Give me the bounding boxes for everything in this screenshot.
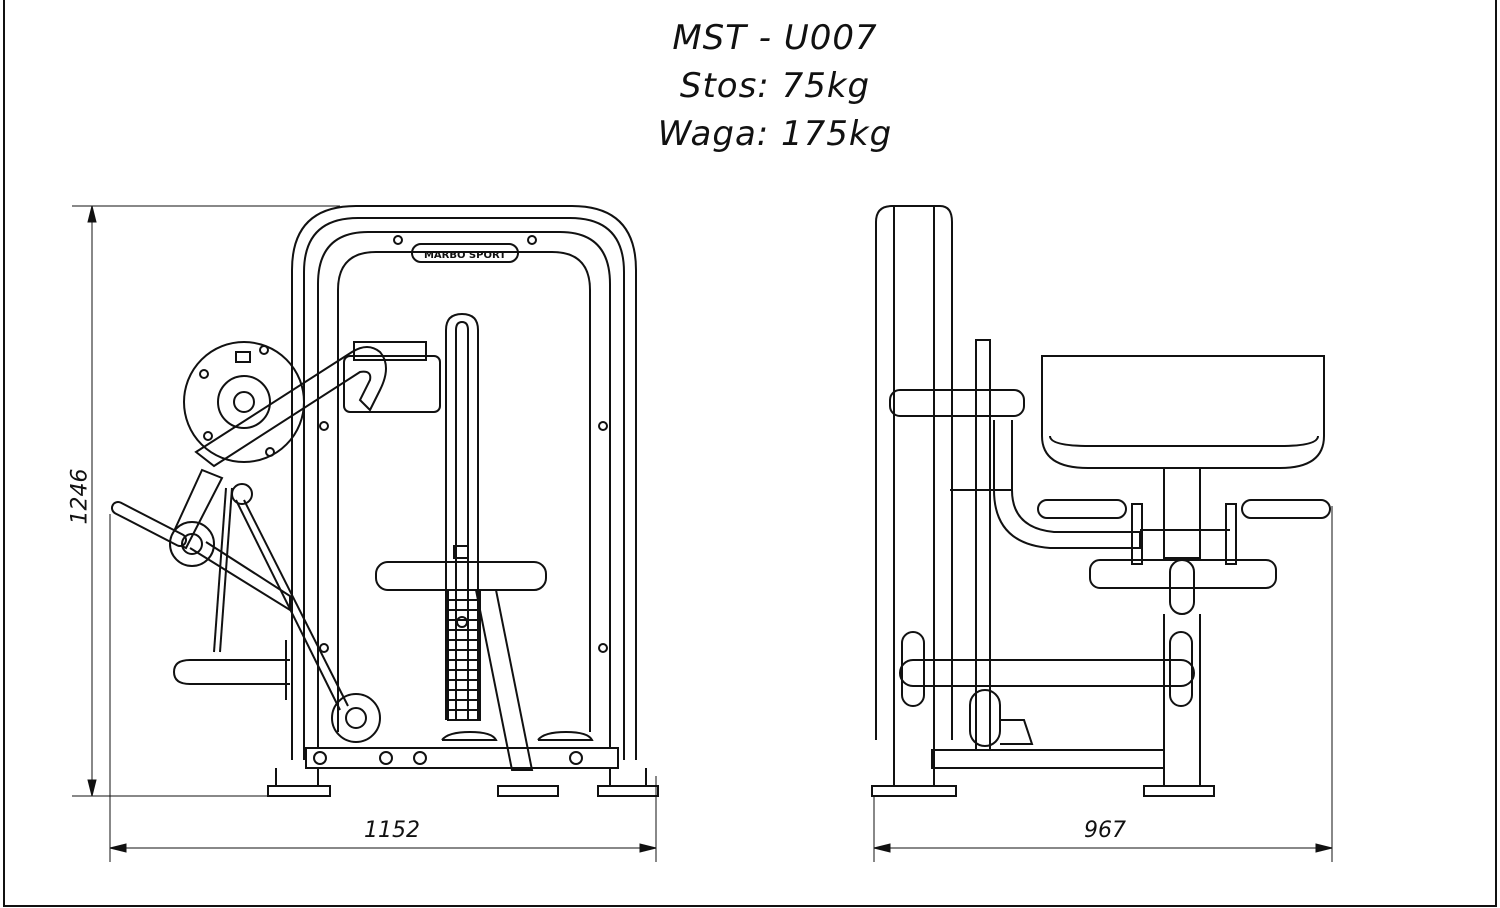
- dimension-lines: [72, 205, 1333, 862]
- bolt: [527, 235, 537, 245]
- front-seat: [375, 561, 547, 591]
- side-lower-seat: [1089, 559, 1277, 589]
- foot-pad: [537, 730, 594, 741]
- stack-guide-outer: [445, 312, 479, 720]
- stack-guide-inner: [455, 320, 469, 720]
- seat-post: [1163, 467, 1201, 559]
- stack-weight: Stos: 75kg: [679, 66, 871, 106]
- side-crossbar: [889, 389, 1025, 417]
- bolt: [393, 235, 403, 245]
- bolt: [319, 421, 329, 431]
- front-frame-middle: [317, 231, 611, 748]
- machine-weight: Waga: 175kg: [657, 114, 893, 154]
- height-dimension-label: 1246: [67, 468, 93, 525]
- side-base: [931, 749, 1165, 769]
- bolt: [598, 421, 608, 431]
- side-bent-arm: [993, 420, 1141, 549]
- base-foot: [1143, 785, 1215, 797]
- side-stack-guide: [975, 339, 991, 751]
- side-footrest: [899, 659, 1195, 687]
- sheet-border: [3, 0, 1497, 907]
- front-frame-outer: [291, 205, 637, 760]
- side-handle-right: [1241, 499, 1331, 519]
- side-view: [871, 205, 1331, 797]
- arm-pad-top: [353, 341, 427, 361]
- seat-support: [475, 589, 534, 771]
- logo-plate: [411, 243, 519, 263]
- bolt: [598, 643, 608, 653]
- front-base: [305, 747, 619, 769]
- side-upright: [893, 205, 935, 787]
- handle-pivot: [169, 521, 215, 567]
- bolt: [319, 643, 329, 653]
- selector-pin: [456, 616, 468, 628]
- foot-pad: [441, 730, 498, 741]
- side-pulley: [969, 689, 1001, 747]
- lower-arm: [189, 541, 291, 612]
- base-foot: [597, 785, 659, 797]
- front-view: [111, 205, 659, 797]
- model-number: MST - U007: [672, 18, 878, 58]
- side-seat-pad: [1041, 355, 1325, 469]
- link-arm: [168, 468, 224, 550]
- upper-arm: [194, 346, 387, 468]
- front-width-dimension-label: 1152: [364, 818, 420, 843]
- cam-wheel: [183, 341, 305, 463]
- cam-hub: [217, 375, 271, 429]
- logo-text: MARBO SPORT: [424, 250, 506, 261]
- base-foot: [497, 785, 559, 797]
- stack-top: [453, 545, 469, 559]
- bottom-pulley: [331, 693, 381, 743]
- handle-bracket: [1225, 503, 1237, 565]
- front-frame-outer-inner: [303, 217, 625, 760]
- base-foot: [267, 785, 331, 797]
- side-handle-left: [1037, 499, 1127, 519]
- front-footrest: [172, 659, 290, 685]
- side-depth-dimension-label: 967: [1084, 818, 1126, 843]
- arm-pad: [343, 355, 441, 413]
- title-block: MST - U007 Stos: 75kg Waga: 175kg: [0, 14, 1500, 158]
- base-foot: [871, 785, 957, 797]
- front-frame-inner: [337, 251, 591, 732]
- handle-bracket: [1131, 503, 1143, 565]
